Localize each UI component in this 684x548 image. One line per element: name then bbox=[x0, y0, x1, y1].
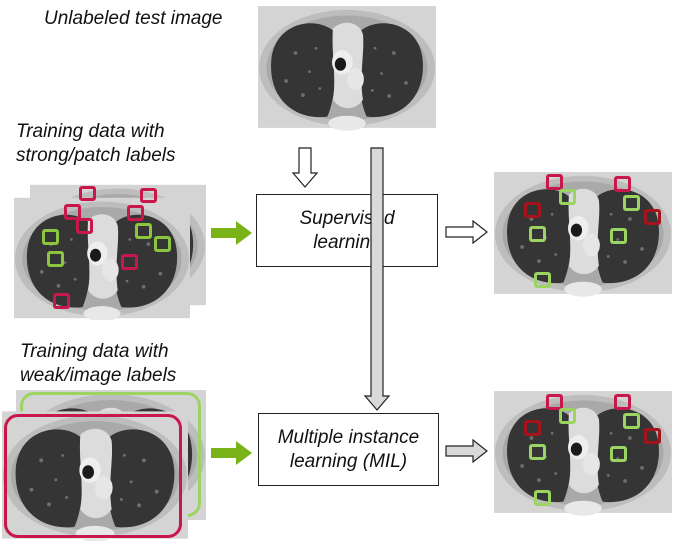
patch-label-positive bbox=[79, 186, 96, 201]
strong-to-supervised-arrow bbox=[211, 221, 252, 245]
predicted-label-negative bbox=[529, 226, 546, 242]
mil-box: Multiple instance learning (MIL) bbox=[258, 413, 439, 486]
mil-line2: learning (MIL) bbox=[289, 450, 408, 472]
patch-label-negative bbox=[42, 229, 59, 245]
mil-line1: Multiple instance bbox=[277, 426, 420, 448]
predicted-label-positive bbox=[644, 428, 661, 444]
predicted-label-negative bbox=[610, 228, 627, 244]
strong-labels-caption-line1: Training data with bbox=[16, 121, 165, 142]
supervised-learning-line2: learning bbox=[313, 231, 381, 253]
patch-label-positive bbox=[53, 293, 70, 309]
patch-label-positive bbox=[76, 218, 93, 234]
patch-label-negative bbox=[47, 251, 64, 267]
image-label-positive bbox=[4, 414, 182, 538]
predicted-label-positive bbox=[546, 174, 563, 190]
patch-label-positive bbox=[64, 204, 81, 220]
predicted-label-negative bbox=[534, 272, 551, 288]
patch-label-positive bbox=[121, 254, 138, 270]
weak-labels-caption: Training data with weak/image labels bbox=[20, 340, 176, 388]
supervised-learning-box: Supervised learning bbox=[256, 194, 438, 267]
predicted-label-positive bbox=[644, 209, 661, 225]
mil-to-output-arrow bbox=[445, 438, 488, 464]
predicted-label-negative bbox=[529, 444, 546, 460]
predicted-label-positive bbox=[614, 394, 631, 410]
supervised-to-output-arrow bbox=[445, 219, 488, 245]
predicted-label-negative bbox=[623, 413, 640, 429]
predicted-label-negative bbox=[623, 195, 640, 211]
predicted-label-negative bbox=[559, 408, 576, 424]
predicted-label-negative bbox=[559, 189, 576, 205]
patch-label-positive bbox=[127, 205, 144, 221]
predicted-label-positive bbox=[524, 420, 541, 436]
predicted-label-positive bbox=[614, 176, 631, 192]
weak-labels-caption-line1: Training data with bbox=[20, 341, 169, 362]
weak-labels-caption-line2: weak/image labels bbox=[20, 365, 177, 386]
strong-labels-caption: Training data with strong/patch labels bbox=[16, 120, 176, 168]
unlabeled-test-image-label: Unlabeled test image bbox=[44, 8, 223, 29]
test-to-supervised-arrow bbox=[291, 147, 319, 188]
patch-label-negative bbox=[135, 223, 152, 239]
patch-label-positive bbox=[140, 188, 157, 203]
predicted-label-negative bbox=[610, 446, 627, 462]
predicted-label-negative bbox=[534, 490, 551, 506]
test-to-mil-arrow bbox=[363, 147, 391, 411]
strong-labels-caption-line2: strong/patch labels bbox=[16, 145, 176, 166]
weak-to-mil-arrow bbox=[211, 441, 252, 465]
patch-label-negative bbox=[154, 236, 171, 252]
predicted-label-positive bbox=[524, 202, 541, 218]
predicted-label-positive bbox=[546, 394, 563, 410]
